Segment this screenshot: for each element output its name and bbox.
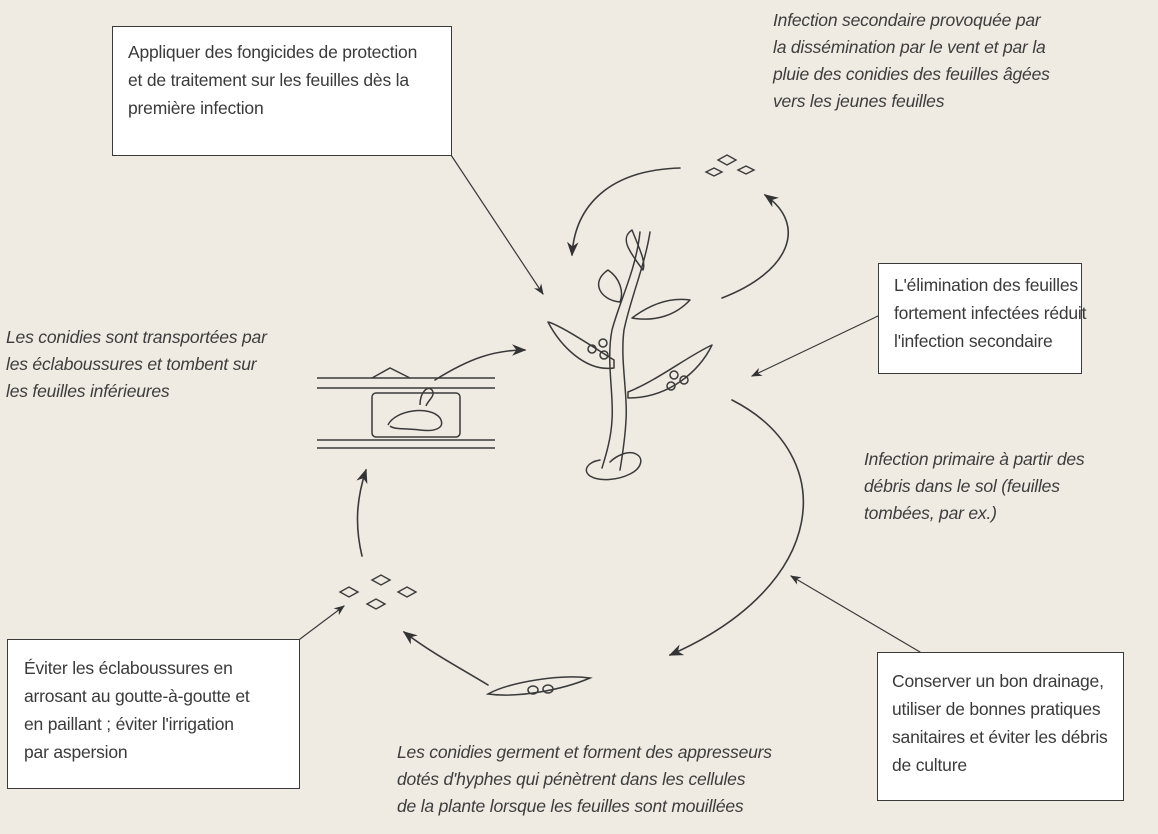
conidia-transport-note: Les conidies sont transportées par les é…	[6, 324, 267, 405]
splash-advice-box: Éviter les éclaboussures en arrosant au …	[7, 639, 300, 789]
note-line: Les conidies germent et forment des appr…	[397, 742, 772, 762]
note-line: dotés d'hyphes qui pénètrent dans les ce…	[397, 769, 746, 789]
note-line: débris dans le sol (feuilles	[864, 476, 1060, 496]
note-line: Infection primaire à partir des	[864, 449, 1085, 469]
pointer-fungicides	[450, 154, 544, 295]
box-line: par aspersion	[24, 742, 128, 762]
cycle-arrow-top-left	[567, 167, 681, 257]
cycle-arrow-top-right	[721, 194, 790, 299]
box-line: et de traitement sur les feuilles dès la	[128, 70, 409, 90]
box-line: l'infection secondaire	[894, 331, 1053, 351]
box-line: fortement infectées réduit	[894, 303, 1087, 323]
note-line: vers les jeunes feuilles	[773, 91, 945, 111]
cycle-arrow-left-to-plant	[434, 344, 527, 381]
note-line: la dissémination par le vent et par la	[773, 37, 1046, 57]
pointer-drainage	[790, 575, 921, 653]
cycle-arrow-bottom	[402, 631, 489, 686]
note-line: tombées, par ex.)	[864, 503, 997, 523]
fungicides-advice-box: Appliquer des fongicides de protection e…	[112, 26, 452, 156]
drainage-advice-box: Conserver un bon drainage, utiliser de b…	[877, 652, 1124, 801]
box-line: Éviter les éclaboussures en	[24, 658, 233, 678]
pointer-leaf-removal-line	[751, 315, 879, 377]
leaf-cross-section	[317, 367, 495, 449]
box-line: de culture	[892, 755, 967, 775]
secondary-infection-note: Infection secondaire provoquée par la di…	[773, 7, 1050, 115]
box-line: arrosant au goutte-à-goutte et	[24, 686, 250, 706]
pointer-splash	[299, 605, 345, 640]
cycle-arrow-left-up	[356, 468, 368, 557]
note-line: Infection secondaire provoquée par	[773, 10, 1041, 30]
box-line: Appliquer des fongicides de protection	[128, 42, 418, 62]
spores-bottom-left	[338, 574, 418, 610]
cycle-arrow-right-large	[668, 399, 805, 656]
pointer-leaf-removal	[541, 350, 625, 377]
box-line: en paillant ; éviter l'irrigation	[24, 714, 234, 734]
note-line: les feuilles inférieures	[6, 381, 170, 401]
germination-note: Les conidies germent et forment des appr…	[397, 739, 772, 820]
box-line: utiliser de bonnes pratiques	[892, 699, 1101, 719]
spores-top-right	[704, 154, 756, 177]
note-line: de la plante lorsque les feuilles sont m…	[397, 796, 744, 816]
note-line: Les conidies sont transportées par	[6, 327, 267, 347]
box-line: sanitaires et éviter les débris	[892, 727, 1108, 747]
note-line: pluie des conidies des feuilles âgées	[773, 64, 1050, 84]
note-line: les éclaboussures et tombent sur	[6, 354, 257, 374]
leaf-removal-advice-box: L'élimination des feuilles fortement inf…	[878, 263, 1087, 374]
germinating-conidium	[485, 676, 593, 696]
box-line: Conserver un bon drainage,	[892, 671, 1104, 691]
box-line: première infection	[128, 98, 264, 118]
primary-infection-note: Infection primaire à partir des débris d…	[864, 446, 1085, 527]
plant-illustration	[547, 229, 713, 481]
box-line: L'élimination des feuilles	[894, 275, 1078, 295]
